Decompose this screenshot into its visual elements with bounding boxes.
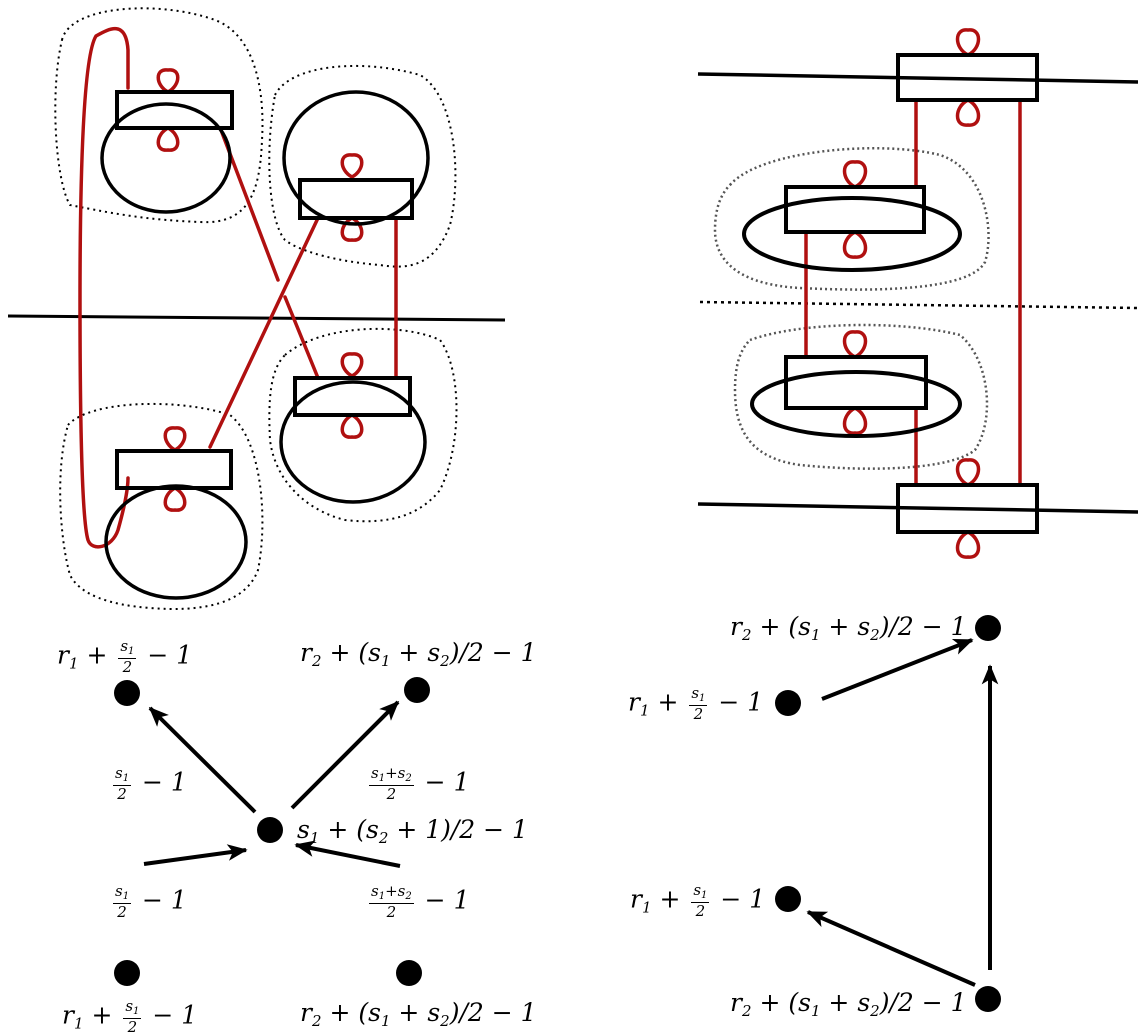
arrow-lr-to-center xyxy=(294,840,401,868)
knot-diagram-left xyxy=(7,7,506,611)
strand-diag-1b xyxy=(283,295,320,380)
knot-diagram-right xyxy=(697,28,1138,559)
loop-tl xyxy=(156,68,180,152)
label-r-top-node: r2 + (s1 + s2)/2 − 1 xyxy=(730,612,967,644)
dotted-region-lower xyxy=(733,323,989,470)
node-r-bottom xyxy=(975,986,1001,1012)
arrow-ll-to-center xyxy=(143,844,248,866)
node-ll xyxy=(114,960,140,986)
circle-br xyxy=(279,380,427,504)
dotted-region-upper xyxy=(713,147,990,291)
dotted-region-bl xyxy=(59,402,264,611)
box-tr xyxy=(298,178,414,220)
ellipse-r-lower xyxy=(750,370,962,438)
circle-tl xyxy=(100,102,232,214)
loop-r-lower xyxy=(842,330,868,435)
node-ur xyxy=(404,677,430,703)
dotted-region-tl xyxy=(54,7,264,224)
box-r-bottom xyxy=(896,483,1039,534)
node-ul xyxy=(114,680,140,706)
loop-r-upper xyxy=(842,160,868,259)
dotted-region-br xyxy=(268,327,458,523)
node-center xyxy=(257,817,283,843)
arrow-center-to-ur xyxy=(290,700,400,810)
graph-left xyxy=(114,677,430,986)
arrow-bottom-to-mid xyxy=(806,910,976,987)
loop-r-bottom xyxy=(955,458,981,559)
loop-br xyxy=(340,352,364,439)
label-top-right-node: r2 + (s1 + s2)/2 − 1 xyxy=(300,638,537,670)
box-r-top xyxy=(896,53,1039,102)
top-line-right xyxy=(697,72,1138,84)
label-bottom-right-node: r2 + (s1 + s2)/2 − 1 xyxy=(300,998,537,1030)
arrow-center-to-ul xyxy=(148,706,257,814)
strand-diag-2 xyxy=(208,216,320,449)
circle-tr xyxy=(282,90,430,226)
node-r-mid-upper xyxy=(775,690,801,716)
loop-r-top xyxy=(955,28,981,127)
node-r-top xyxy=(975,615,1001,641)
label-r-bottom-node: r2 + (s1 + s2)/2 − 1 xyxy=(730,988,967,1020)
loop-bl xyxy=(163,426,187,512)
box-br xyxy=(293,376,412,417)
label-center-node: s1 + (s2 + 1)/2 − 1 xyxy=(297,815,528,847)
node-r-mid-lower xyxy=(775,886,801,912)
box-r-upper xyxy=(784,185,926,234)
dotted-mid-line xyxy=(699,300,1138,310)
loop-tr xyxy=(340,153,364,242)
box-tl xyxy=(115,90,234,130)
graph-right xyxy=(775,615,1001,1012)
circle-bl xyxy=(104,484,248,600)
ellipse-r-upper xyxy=(742,196,962,272)
bottom-line-right xyxy=(697,502,1138,514)
cut-line-left xyxy=(7,314,506,322)
strand-long-loop xyxy=(78,26,130,549)
box-r-lower xyxy=(784,355,928,410)
arrow-mid-to-top xyxy=(821,638,974,701)
node-lr xyxy=(396,960,422,986)
box-bl xyxy=(115,449,233,490)
